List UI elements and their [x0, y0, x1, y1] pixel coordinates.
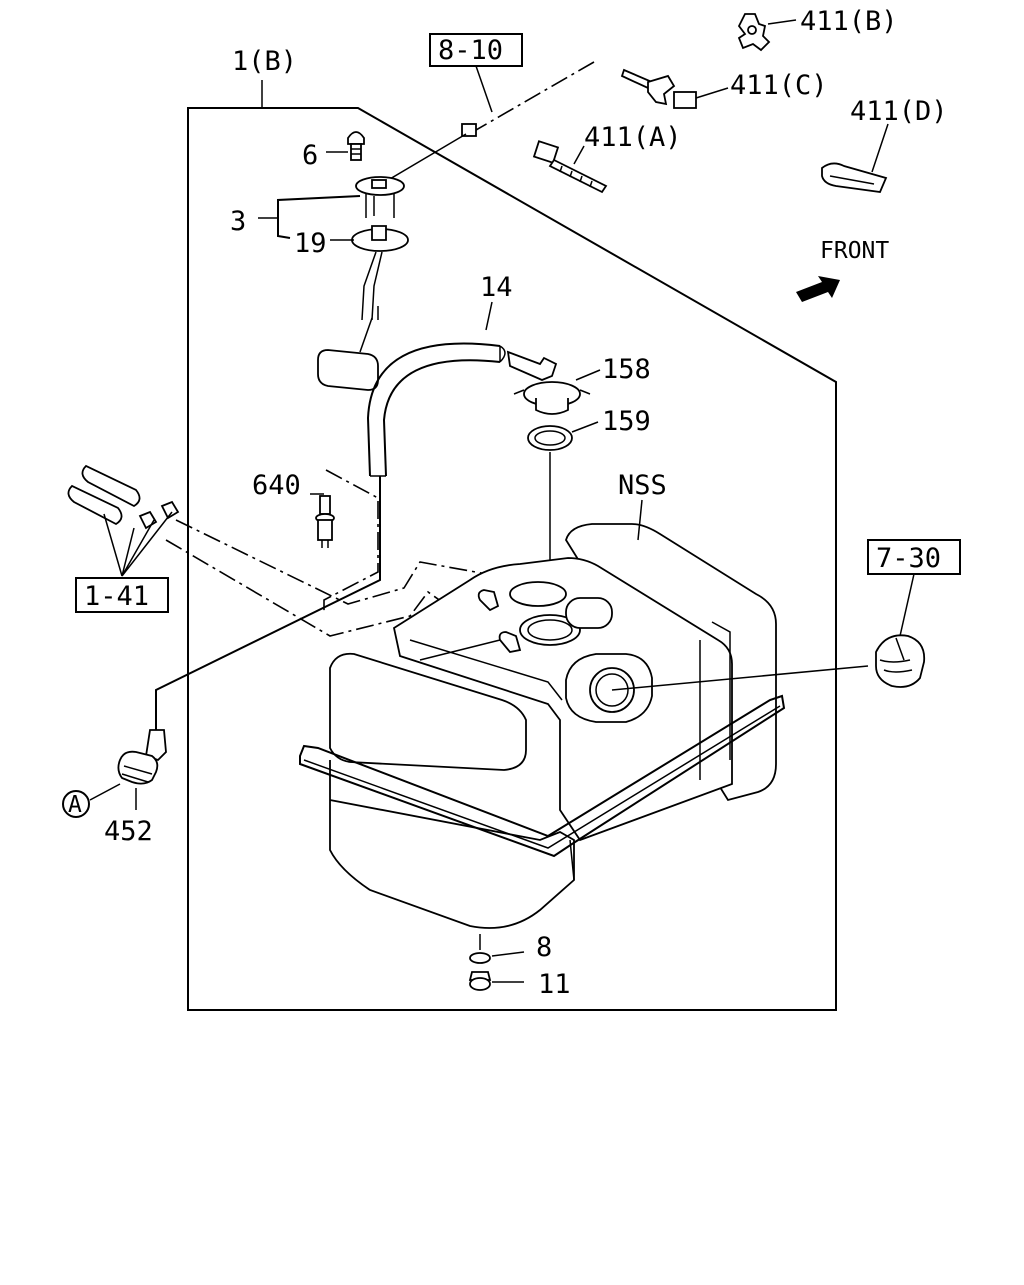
- label-3: 3: [230, 206, 246, 237]
- clip-411b-icon: [737, 13, 771, 52]
- harness-to-pump-line: [377, 133, 467, 187]
- cable-tie-411a-icon: [532, 140, 608, 194]
- label-11: 11: [538, 969, 571, 1000]
- label-nss: NSS: [618, 470, 667, 501]
- leader-8-10: [475, 65, 493, 113]
- hose-14-inner: [382, 359, 501, 477]
- fuel-tank-icon: [299, 523, 786, 929]
- label-411a: 411(A): [584, 122, 682, 153]
- assembly-boundary: [187, 107, 837, 1011]
- connector-640-icon: [315, 495, 335, 548]
- label-159: 159: [602, 406, 651, 437]
- cap-to-neck-line: [611, 665, 869, 691]
- leader-411c: [695, 87, 729, 99]
- leader-a: [89, 783, 121, 801]
- leader-nss: [637, 499, 643, 541]
- clip-411d-icon: [821, 162, 888, 193]
- front-arrow-icon: [796, 276, 840, 302]
- connector-452-icon: [117, 729, 167, 785]
- ref-label-7-30: 7-30: [876, 543, 941, 574]
- leader-lines-1-41: [103, 511, 173, 577]
- label-411d: 411(D): [850, 96, 948, 127]
- ref-box-1-41[interactable]: [75, 577, 169, 613]
- pipe-path-upper: [175, 519, 521, 605]
- fuel-cap-icon: [875, 634, 926, 688]
- label-a: A: [68, 792, 82, 818]
- leader-159: [571, 421, 599, 433]
- ref-box-8-10[interactable]: [429, 33, 523, 67]
- label-158: 158: [602, 354, 651, 385]
- ref-label-8-10: 8-10: [438, 35, 503, 66]
- leader-411b: [767, 19, 797, 25]
- leader-7-30: [899, 573, 915, 637]
- connector-640-path: [323, 469, 379, 612]
- label-411b: 411(B): [800, 6, 898, 37]
- drain-plug-11-icon: [468, 971, 492, 991]
- valve-158-icon: [506, 350, 591, 415]
- ref-box-7-30[interactable]: [867, 539, 961, 575]
- leader-411d: [871, 123, 889, 173]
- pipe-group-1-41-icon: [67, 464, 180, 530]
- label-452: 452: [104, 816, 153, 847]
- bolt-6-icon: [347, 131, 365, 161]
- hose-14-outer: [366, 342, 501, 477]
- front-label: FRONT: [820, 238, 889, 264]
- label-14: 14: [480, 272, 513, 303]
- fuel-float-icon: [317, 317, 379, 391]
- leader-158: [575, 369, 601, 381]
- label-640: 640: [252, 470, 301, 501]
- pipe-452-path: [155, 476, 381, 730]
- harness-wire: [475, 61, 595, 131]
- leader-14: [485, 301, 493, 331]
- label-19: 19: [294, 228, 327, 259]
- label-1b: 1(B): [232, 46, 297, 77]
- clip-411c-icon: [620, 68, 697, 109]
- label-411c: 411(C): [730, 70, 828, 101]
- fuel-pump-unit-icon: [351, 176, 409, 321]
- washer-8-icon: [469, 952, 491, 964]
- ref-circle-a[interactable]: [62, 790, 90, 818]
- leader-8: [491, 951, 525, 957]
- label-8: 8: [536, 932, 552, 963]
- grommet-159-icon: [527, 425, 573, 451]
- label-6: 6: [302, 140, 318, 171]
- ref-label-1-41: 1-41: [84, 581, 149, 612]
- leader-411a: [573, 145, 585, 165]
- harness-connector: [461, 123, 477, 137]
